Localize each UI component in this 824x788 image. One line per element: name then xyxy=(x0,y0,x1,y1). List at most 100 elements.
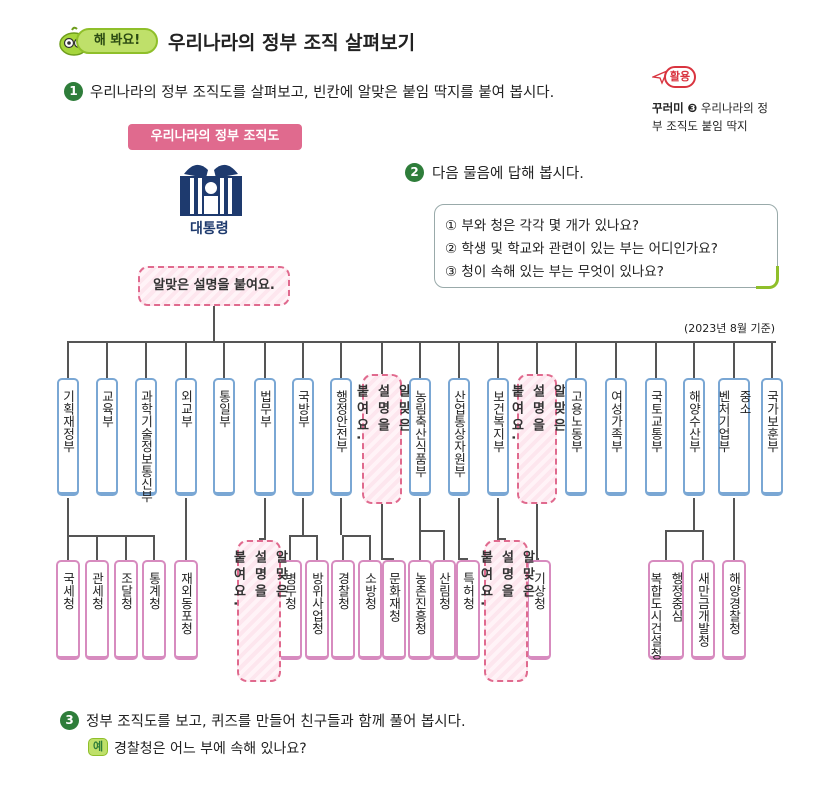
connector xyxy=(106,341,108,379)
connector xyxy=(302,341,304,379)
box-label-text: 교육부 xyxy=(99,390,115,428)
connector xyxy=(381,341,383,375)
connector xyxy=(67,341,69,379)
box-label: 외교부 xyxy=(177,390,196,492)
ministry-box-m17: 국가보훈부 xyxy=(761,378,783,496)
connector xyxy=(259,538,265,540)
box-label-text: 기획재정부 xyxy=(60,390,76,453)
sticker-text: 설명을 xyxy=(251,550,267,601)
sticker-reference-line-1: 꾸러미 ❸ 우리나라의 정 xyxy=(652,100,768,116)
box-label: 경찰청 xyxy=(334,572,353,656)
box-label-text: 국방부 xyxy=(295,390,311,428)
box-label-text: 농촌진흥청 xyxy=(412,572,428,635)
box-corner xyxy=(756,266,779,289)
org-chart-banner: 우리나라의 정부 조직도 xyxy=(128,124,302,150)
ministry-box-m1: 기획재정부 xyxy=(57,378,79,496)
box-label: 문화재청 xyxy=(385,572,404,656)
connector xyxy=(497,498,499,540)
box-label-text: 관세청 xyxy=(89,572,105,610)
connector xyxy=(67,498,69,535)
sticker-text: 설명을 xyxy=(374,384,390,435)
box-label-text: 조달청 xyxy=(118,572,134,610)
box-label: 통일부 xyxy=(215,390,234,492)
sticker-slot-president[interactable]: 알맞은 설명을 붙여요. xyxy=(138,266,290,306)
box-label-text: 통계청 xyxy=(146,572,162,610)
connector xyxy=(223,341,225,379)
box-label-text: 행정중심 xyxy=(669,572,684,622)
example-text: 경찰청은 어느 부에 속해 있나요? xyxy=(114,741,307,757)
box-label-text: 국세청 xyxy=(60,572,76,610)
box-label: 관세청 xyxy=(88,572,107,656)
president-label: 대통령 xyxy=(190,221,229,237)
ministry-box-m5: 통일부 xyxy=(213,378,235,496)
connector xyxy=(68,535,154,537)
connector xyxy=(342,535,344,560)
box-label: 과학기술정보통신부 xyxy=(137,390,156,503)
box-label: 해양수산부 xyxy=(685,390,704,492)
connector xyxy=(420,530,444,532)
box-label-text: 해양경찰청 xyxy=(726,572,742,635)
connector xyxy=(340,341,342,379)
paper-plane-icon xyxy=(652,69,668,85)
box-label-text: 여성가족부 xyxy=(608,390,624,453)
box-label-text: 병무청 xyxy=(282,572,298,610)
box-label-text: 농림축산식품부 xyxy=(412,390,428,478)
use-label: 활용 xyxy=(664,66,696,88)
sticker-reference-text-2: 부 조직도 붙임 딱지 xyxy=(652,119,748,133)
agency-box-a9: 소방청 xyxy=(358,560,382,660)
box-label-text: 벤처기업부 xyxy=(716,390,731,453)
question-3-text: 정부 조직도를 보고, 퀴즈를 만들어 친구들과 함께 풀어 봅시다. xyxy=(86,714,466,730)
question-box: ① 부와 청은 각각 몇 개가 있나요? ② 학생 및 학교와 관련이 있는 부… xyxy=(434,204,779,289)
box-label: 행정안전부 xyxy=(332,390,351,492)
connector xyxy=(655,341,657,379)
connector xyxy=(264,498,266,540)
agency-box-a7: 방위사업청 xyxy=(305,560,329,660)
connector xyxy=(458,341,460,379)
box-label: 통계청 xyxy=(145,572,164,656)
box-label-text: 중소 xyxy=(737,390,752,415)
agency-box-a13: 특허청 xyxy=(456,560,480,660)
ministry-box-m13: 여성가족부 xyxy=(605,378,627,496)
connector xyxy=(381,498,383,560)
box-label: 국가보훈부 xyxy=(763,390,782,492)
box-label: 특허청 xyxy=(459,572,478,656)
box-label-text: 경찰청 xyxy=(335,572,351,610)
box-label: 법무부 xyxy=(256,390,275,492)
agency-box-a16: 새만금개발청 xyxy=(691,560,715,660)
connector xyxy=(153,535,155,560)
sticker-text: 붙여요. xyxy=(353,384,369,444)
agency-box-a3: 조달청 xyxy=(114,560,138,660)
box-label-text: 복합도시건설청 xyxy=(648,572,663,660)
activity-badge: 해 봐요! xyxy=(58,26,158,56)
agency-box-a4: 통계청 xyxy=(142,560,166,660)
box-label: 기상청 xyxy=(530,572,549,656)
sticker-text: 알맞은 xyxy=(519,550,535,601)
connector xyxy=(693,341,695,379)
sticker-text: 붙여요. xyxy=(508,384,524,444)
connector xyxy=(316,535,318,560)
box-label: 조달청 xyxy=(117,572,136,656)
connector xyxy=(733,341,735,379)
ministry-box-m15: 해양수산부 xyxy=(683,378,705,496)
connector xyxy=(185,341,187,379)
sticker-text: 알맞은 xyxy=(550,384,566,435)
box-label-text: 산림청 xyxy=(436,572,452,610)
question-2-text: 다음 물음에 답해 봅시다. xyxy=(432,166,584,182)
connector xyxy=(459,558,468,560)
use-stamp: 활용 xyxy=(652,66,698,90)
box-label: 국방부 xyxy=(294,390,313,492)
box-label-text: 행정안전부 xyxy=(333,390,349,453)
connector xyxy=(458,498,460,560)
ministry-box-m4: 외교부 xyxy=(175,378,197,496)
ministry-box-m7: 국방부 xyxy=(292,378,314,496)
ministry-box-m11: 보건복지부 xyxy=(487,378,509,496)
box-label-text: 고용노동부 xyxy=(568,390,584,453)
box-label-text: 기상청 xyxy=(531,572,547,610)
question-item-1: ① 부와 청은 각각 몇 개가 있나요? xyxy=(445,218,640,234)
connector xyxy=(185,498,187,560)
box-label: 병무청 xyxy=(281,572,300,656)
